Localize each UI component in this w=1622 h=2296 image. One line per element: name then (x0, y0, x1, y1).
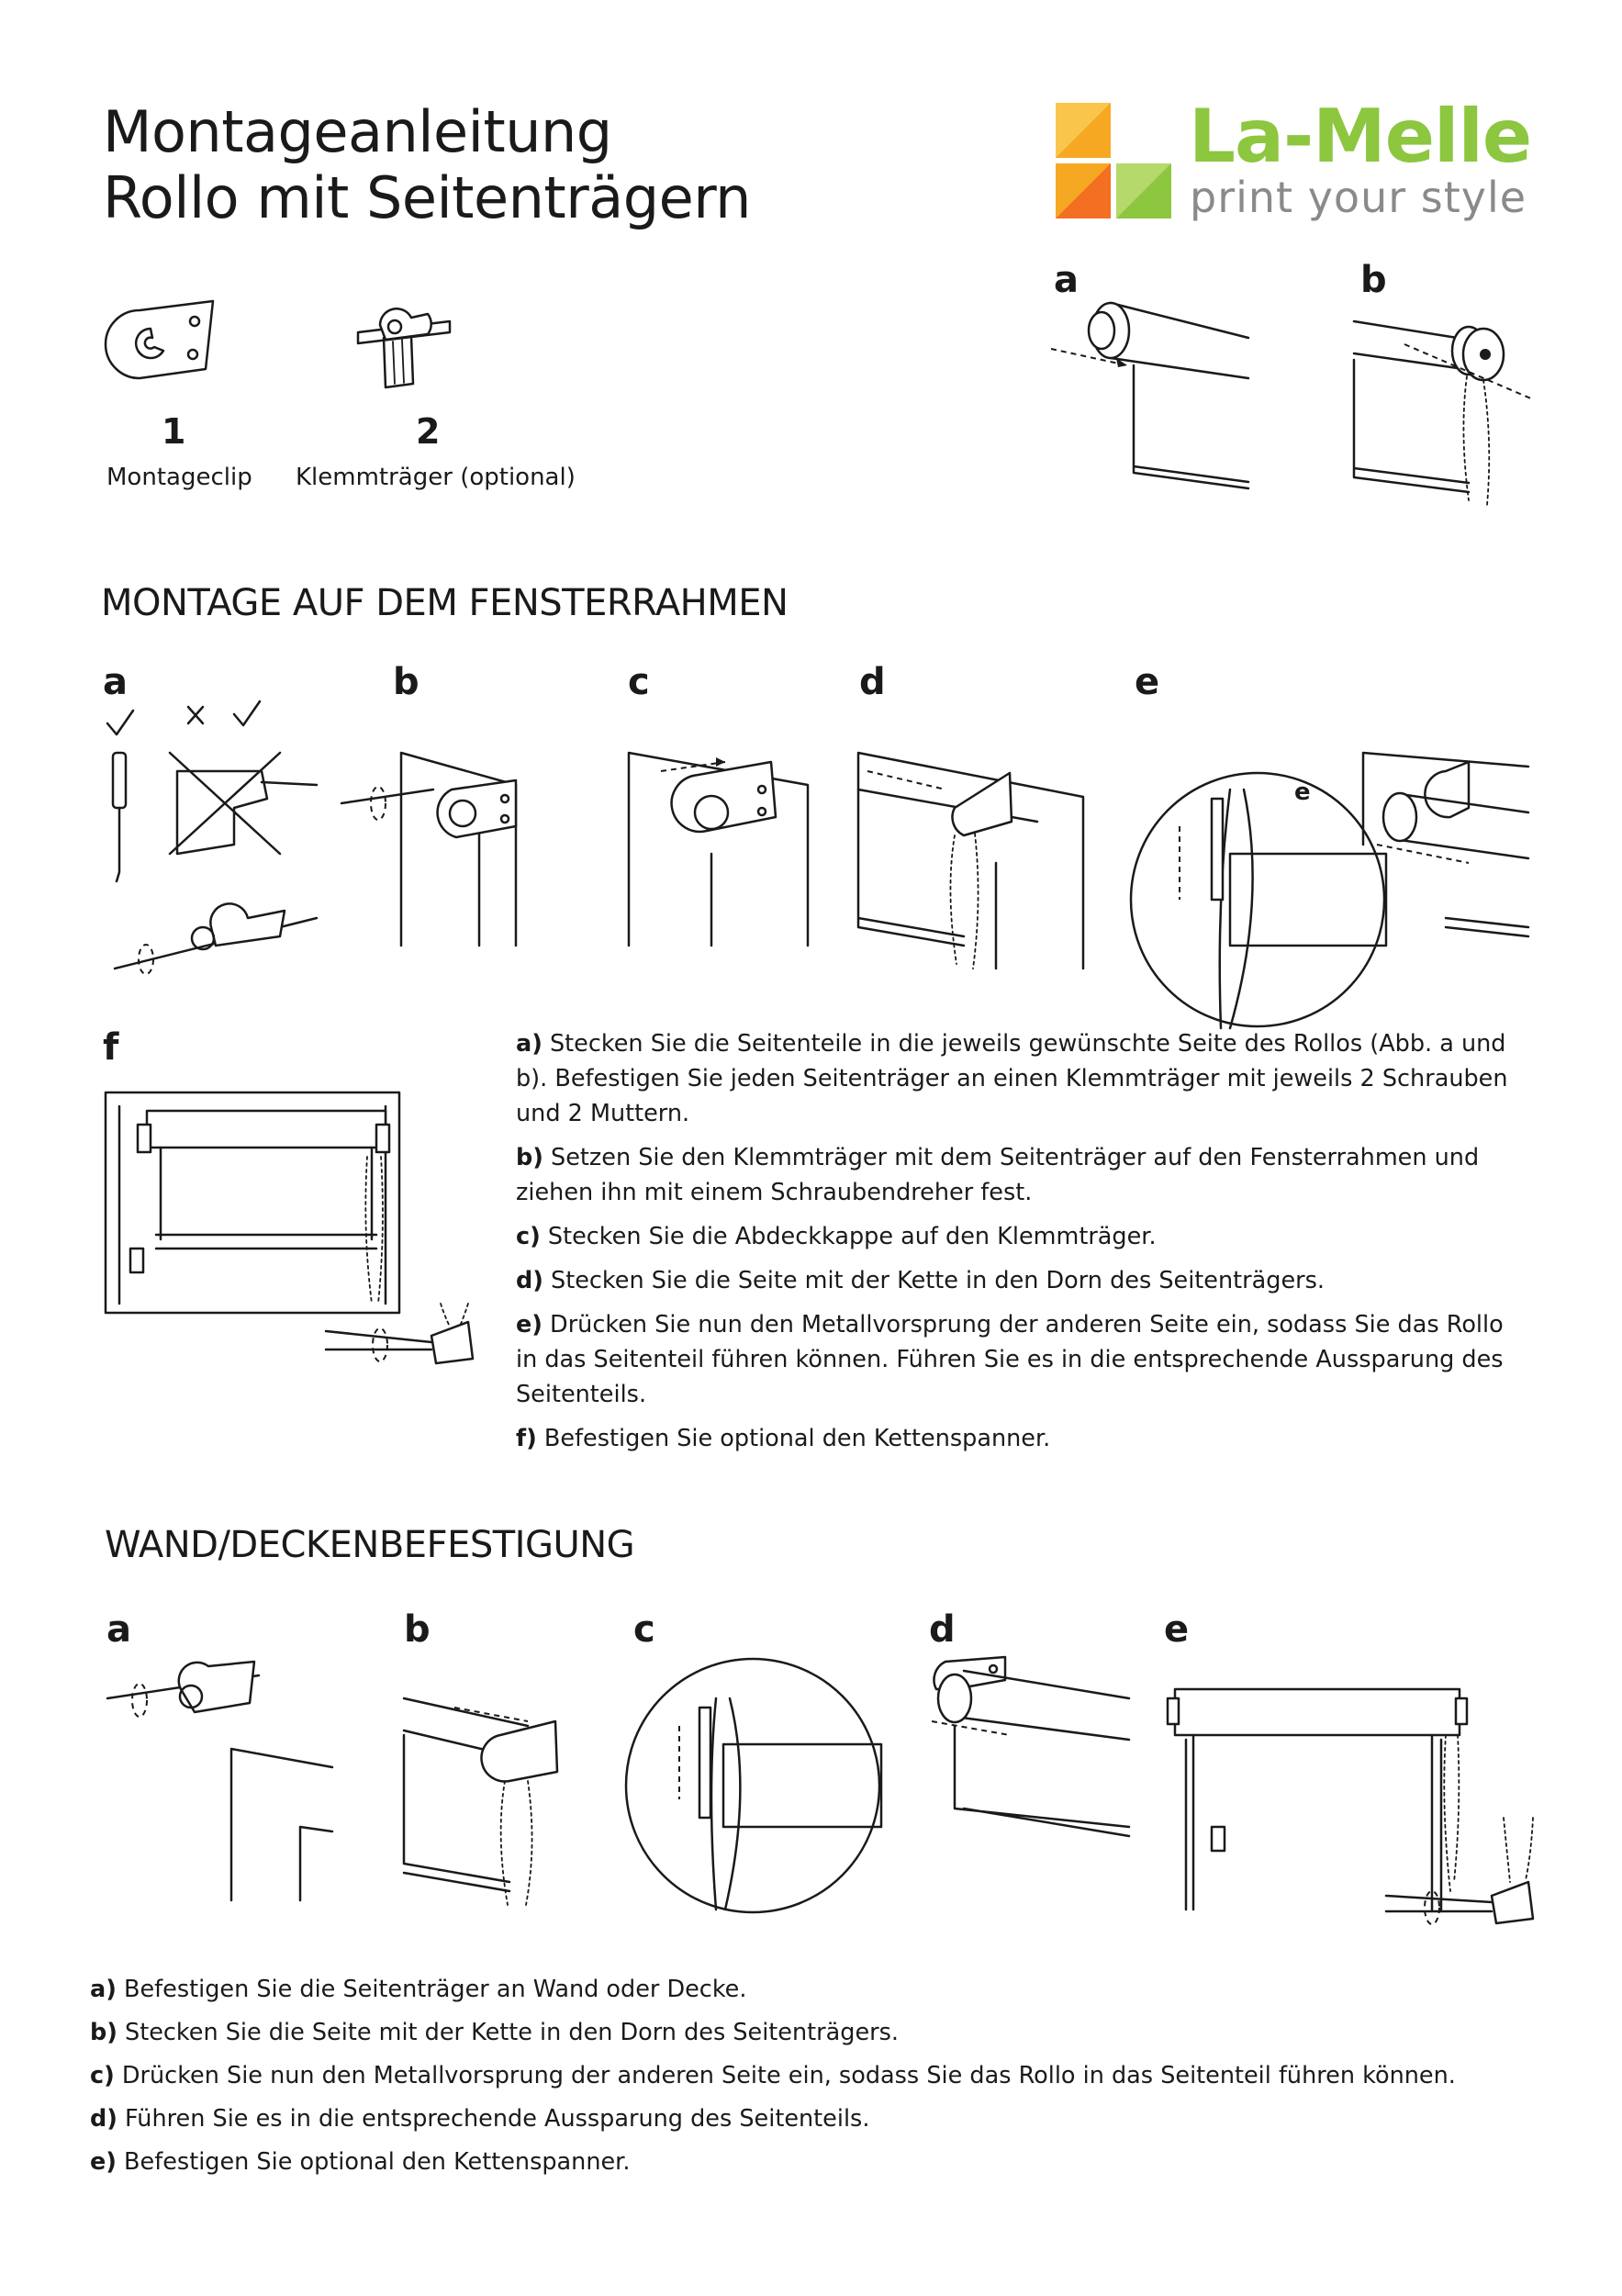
s2-figure-c-drawing (624, 1657, 883, 1914)
s1-figure-e-inset-label: e (1294, 778, 1311, 806)
section-2-instructions: a) Befestigen Sie die Seitenträger an Wa… (90, 1968, 1559, 2184)
s1-figure-a-label: a (103, 661, 128, 703)
s1-figure-c-drawing (627, 751, 810, 947)
section-2-heading: WAND/DECKENBEFESTIGUNG (105, 1524, 635, 1566)
s1-instruction-a: a) Stecken Sie die Seitenteile in die je… (516, 1030, 1508, 1127)
section-1-heading: MONTAGE AUF DEM FENSTERRAHMEN (101, 582, 789, 624)
section-1-instructions: a) Stecken Sie die Seitenteile in die je… (516, 1026, 1526, 1465)
s1-figure-d-label: d (859, 661, 886, 703)
logo-tagline: print your style (1190, 173, 1527, 222)
klemmtraeger-icon (349, 296, 468, 397)
s2-figure-c-label: c (633, 1608, 655, 1651)
s2-instruction-c: c) Drücken Sie nun den Metallvorsprung d… (90, 2062, 1456, 2089)
s1-figure-e-label: e (1135, 661, 1160, 703)
top-figure-b-label: b (1360, 259, 1387, 301)
s1-figure-f-drawing (104, 1091, 475, 1365)
s1-instruction-b: b) Setzen Sie den Klemmträger mit dem Se… (516, 1144, 1480, 1206)
title-line-2: Rollo mit Seitenträgern (103, 164, 751, 231)
s2-figure-a-label: a (106, 1608, 131, 1651)
s1-figure-e-inset-drawing (1129, 771, 1388, 1030)
s1-instruction-f: f) Befestigen Sie optional den Kettenspa… (516, 1425, 1051, 1452)
part-2-number: 2 (416, 411, 441, 452)
s1-figure-a-drawing (106, 700, 319, 975)
title-line-1: Montageanleitung (103, 98, 612, 165)
s2-figure-a-drawing (106, 1660, 334, 1902)
s1-figure-e-drawing (1361, 751, 1530, 938)
top-figure-b-drawing (1352, 319, 1534, 506)
page-title: Montageanleitung Rollo mit Seitenträgern (103, 99, 751, 231)
s2-instruction-d: d) Führen Sie es in die entsprechende Au… (90, 2105, 870, 2133)
s2-instruction-a: a) Befestigen Sie die Seitenträger an Wa… (90, 1976, 747, 2003)
s2-instruction-b: b) Stecken Sie die Seite mit der Kette i… (90, 2019, 900, 2046)
s1-figure-f-label: f (103, 1026, 119, 1069)
montageclip-icon (103, 294, 222, 395)
s2-figure-e-label: e (1164, 1608, 1190, 1651)
s1-figure-b-label: b (393, 661, 419, 703)
s2-figure-b-label: b (404, 1608, 431, 1651)
logo-icon (1056, 103, 1175, 218)
s1-figure-b-drawing (340, 751, 518, 947)
top-figure-a-drawing (1050, 301, 1250, 490)
s2-figure-d-label: d (929, 1608, 956, 1651)
top-figure-a-label: a (1054, 259, 1079, 301)
part-1-label: Montageclip (106, 464, 252, 491)
s1-instruction-e: e) Drücken Sie nun den Metallvorsprung d… (516, 1311, 1504, 1408)
s2-figure-b-drawing (402, 1697, 559, 1906)
s1-figure-c-label: c (628, 661, 650, 703)
s2-figure-d-drawing (931, 1655, 1131, 1838)
part-2-label: Klemmträger (optional) (296, 464, 576, 491)
s2-instruction-e: e) Befestigen Sie optional den Kettenspa… (90, 2148, 631, 2176)
logo-name: La-Melle (1189, 94, 1532, 179)
s1-figure-d-drawing (856, 751, 1085, 970)
part-1-number: 1 (162, 411, 186, 452)
s1-instruction-c: c) Stecken Sie die Abdeckkappe auf den K… (516, 1223, 1157, 1250)
s2-figure-e-drawing (1166, 1687, 1535, 1925)
s1-instruction-d: d) Stecken Sie die Seite mit der Kette i… (516, 1267, 1326, 1294)
